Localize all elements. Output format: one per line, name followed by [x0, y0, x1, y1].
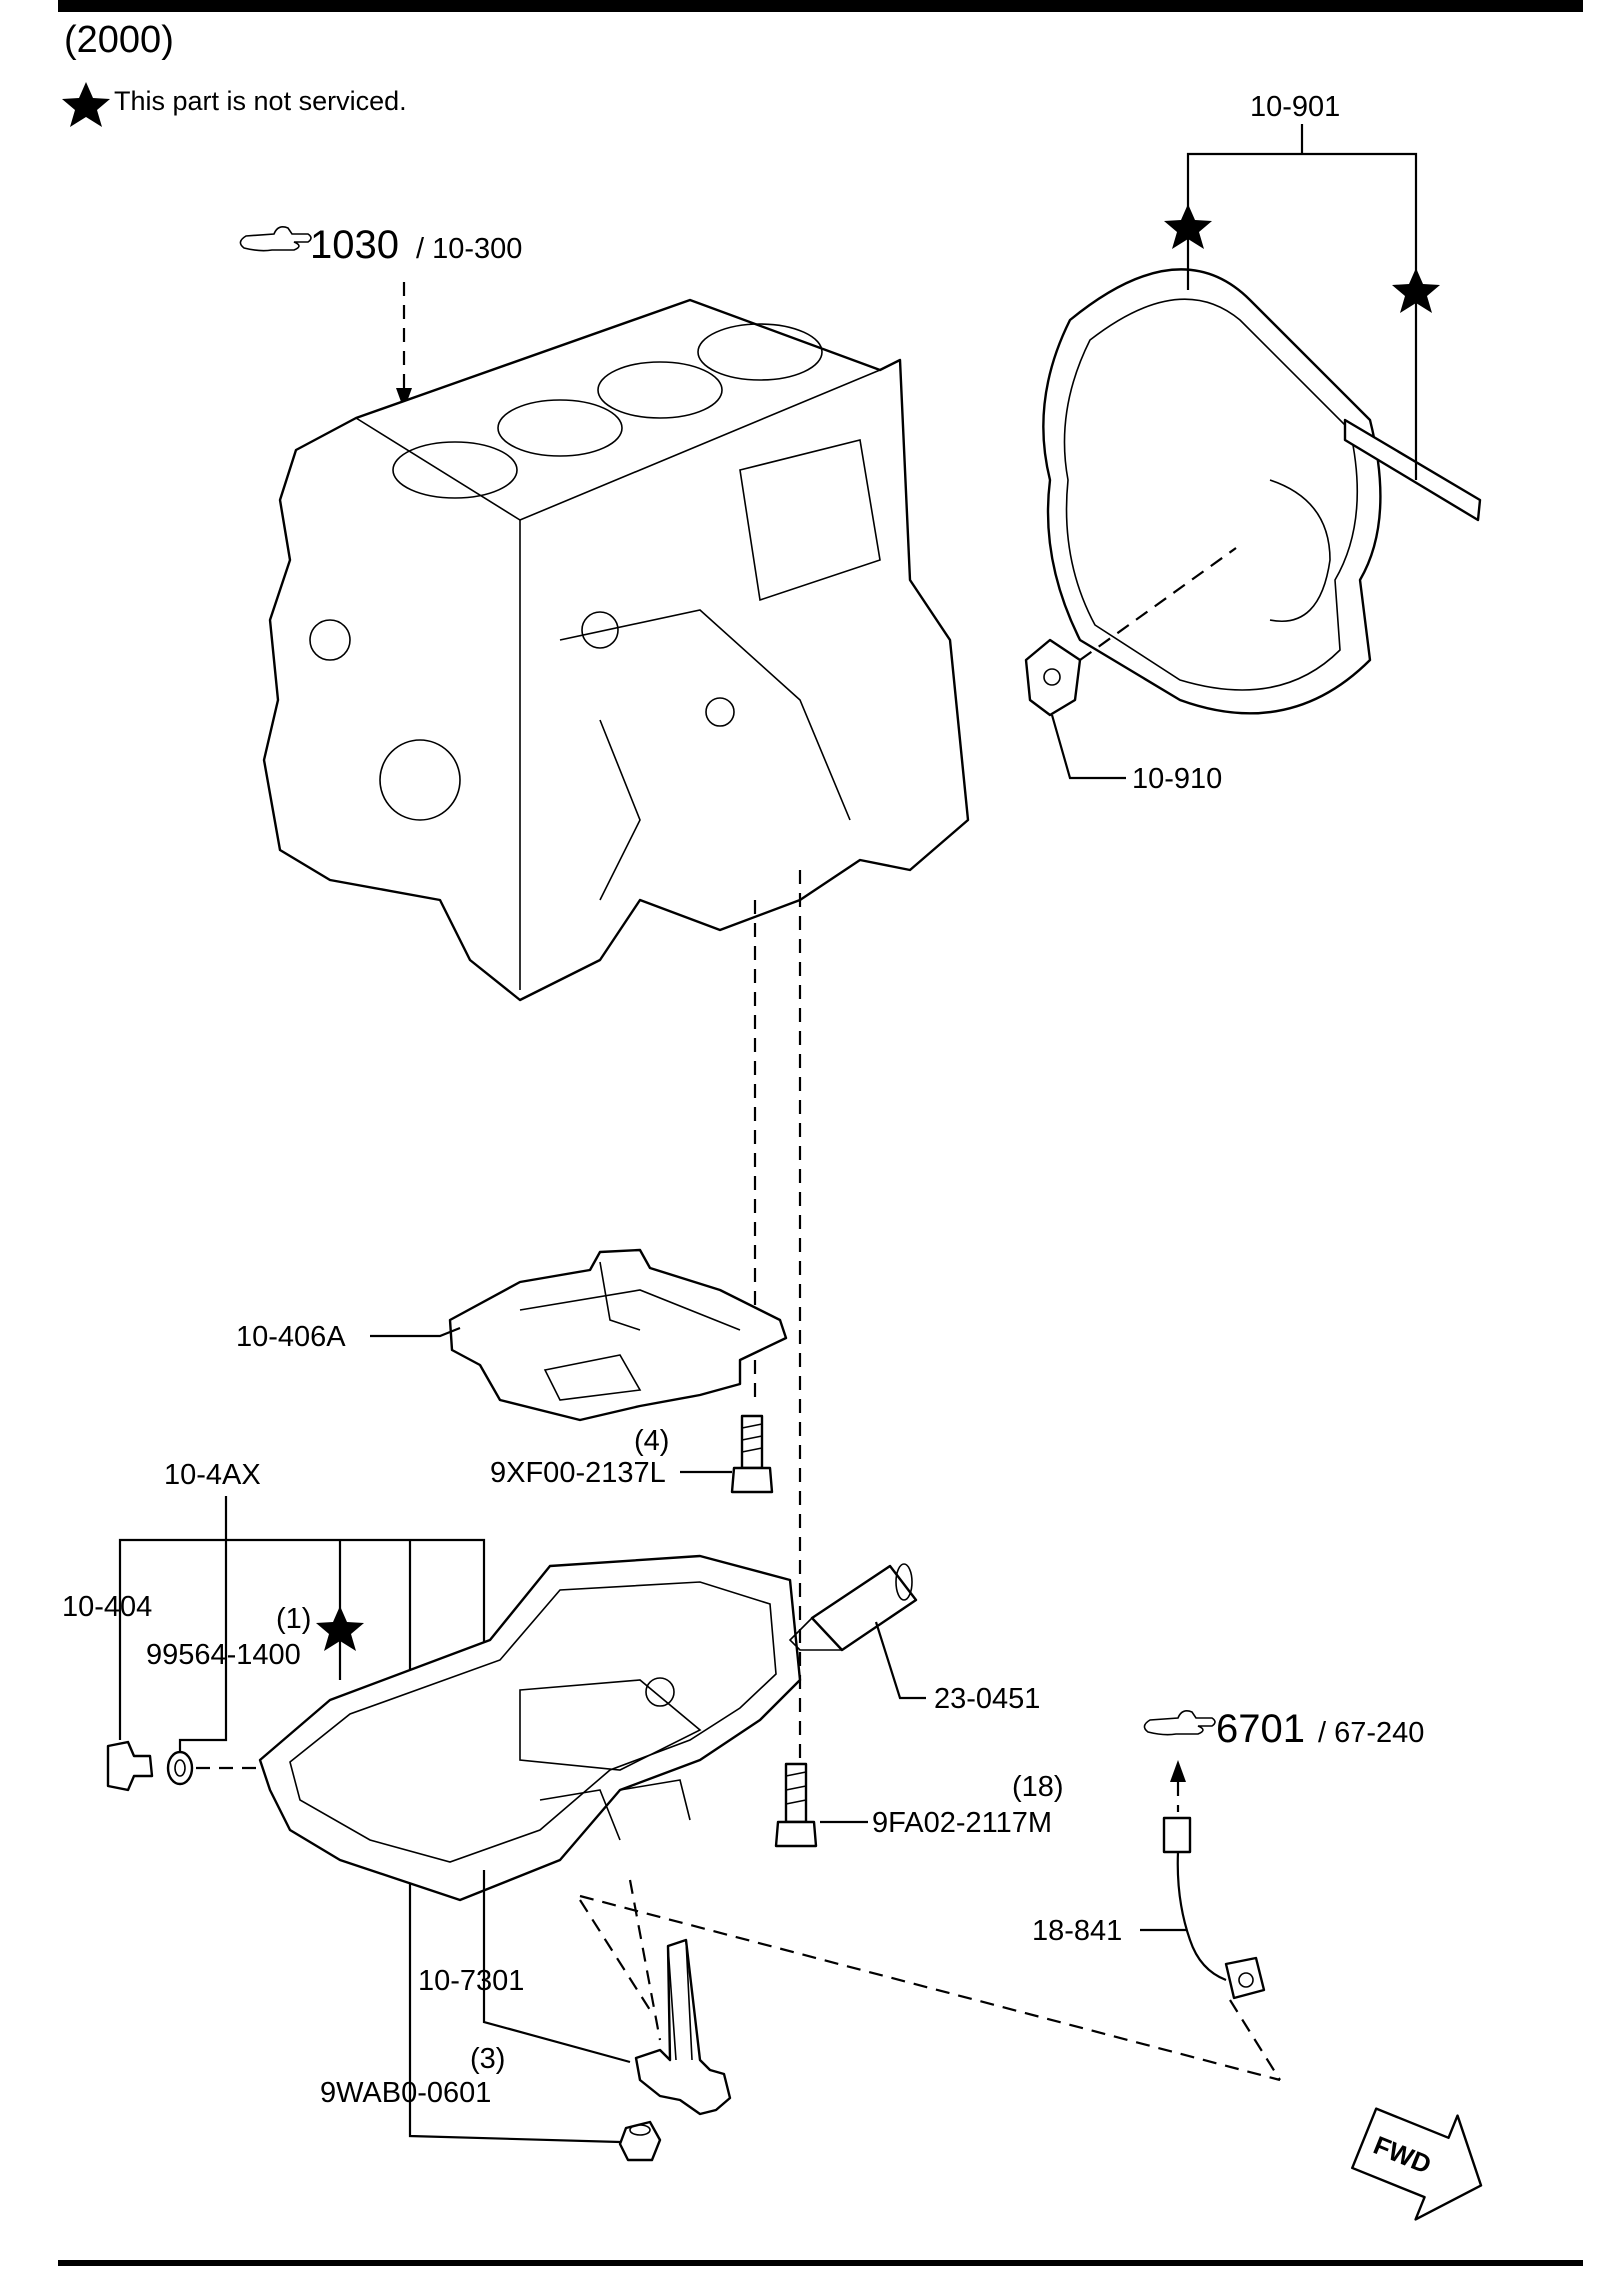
callout-10-901: 10-901 [1250, 91, 1340, 123]
not-serviced-note: This part is not serviced. [114, 86, 407, 116]
leader-99564 [178, 1688, 228, 1752]
pointing-hand-icon [1143, 1710, 1216, 1736]
reference-1030[interactable]: 1030 / 10-300 [239, 223, 522, 267]
sensor-dash-return [1229, 1999, 1281, 2081]
ref-6701-arrowhead [1170, 1760, 1186, 1782]
callout-18-841: 18-841 [1032, 1915, 1122, 1947]
callout-10-7301: 10-7301 [418, 1965, 524, 1997]
baffle-plate [448, 1248, 788, 1422]
star-icon [316, 1606, 364, 1651]
rear-cover-gasket [1042, 268, 1482, 715]
reference-6701[interactable]: 6701 / 67-240 [1143, 1707, 1424, 1751]
callout-10-4ax: 10-4AX [164, 1459, 261, 1491]
nut-9wab0 [618, 2120, 662, 2162]
callout-9wab0-0601: 9WAB0-0601 [320, 2077, 491, 2109]
cylinder-block [262, 298, 970, 1002]
callout-9fa02-2117m: 9FA02-2117M [872, 1807, 1052, 1839]
drain-washer [166, 1750, 194, 1786]
callout-10-910: 10-910 [1132, 763, 1222, 795]
star-icon [62, 82, 110, 127]
fwd-arrow-icon: FWD [1351, 2107, 1483, 2221]
reference-sub-6701: / 67-240 [1318, 1717, 1424, 1749]
bolt-9fa02 [774, 1762, 818, 1848]
sensor-10-910 [1024, 638, 1082, 717]
leader-10-406A [370, 1326, 461, 1338]
oil-pan [258, 1554, 802, 1902]
callout-10-404: 10-404 [62, 1591, 152, 1623]
sensor-dash [1079, 547, 1237, 661]
leader-23-0451 [874, 1621, 926, 1700]
oil-level-sensor [1162, 1816, 1266, 2000]
reference-main-6701: 6701 [1216, 1707, 1305, 1751]
pointing-hand-icon [239, 226, 312, 252]
callout-9xf00-2137l: 9XF00-2137L [490, 1457, 666, 1489]
bolt-9xf00 [730, 1414, 774, 1494]
reference-main-1030: 1030 [310, 223, 399, 267]
quantity-3: (3) [470, 2043, 505, 2075]
callout-23-0451: 23-0451 [934, 1683, 1040, 1715]
dipstick-tube [788, 1563, 918, 1652]
star-icon [1164, 204, 1212, 249]
strainer-dash-a [579, 1899, 651, 2011]
quantity-4: (4) [634, 1425, 669, 1457]
callout-99564-1400: 99564-1400 [146, 1639, 301, 1671]
sensor-dash-long [579, 1894, 1281, 2082]
leader-10-7301 [482, 1870, 631, 2064]
drain-plug [106, 1740, 154, 1792]
diagram-code: (2000) [64, 19, 174, 61]
quantity-18: (18) [1012, 1771, 1064, 1803]
leader-9wab0 [408, 2080, 621, 2144]
reference-sub-1030: / 10-300 [416, 233, 522, 265]
bottom-border [58, 2260, 1583, 2266]
top-border [58, 0, 1583, 12]
callout-10-406A: 10-406A [236, 1321, 346, 1353]
leader-10-910 [1050, 714, 1126, 780]
ref-1030-arrowhead [396, 388, 412, 410]
star-icon [1392, 268, 1440, 313]
oil-strainer [634, 1938, 732, 2116]
strainer-dash-b [628, 1879, 662, 2041]
quantity-1: (1) [276, 1603, 311, 1635]
